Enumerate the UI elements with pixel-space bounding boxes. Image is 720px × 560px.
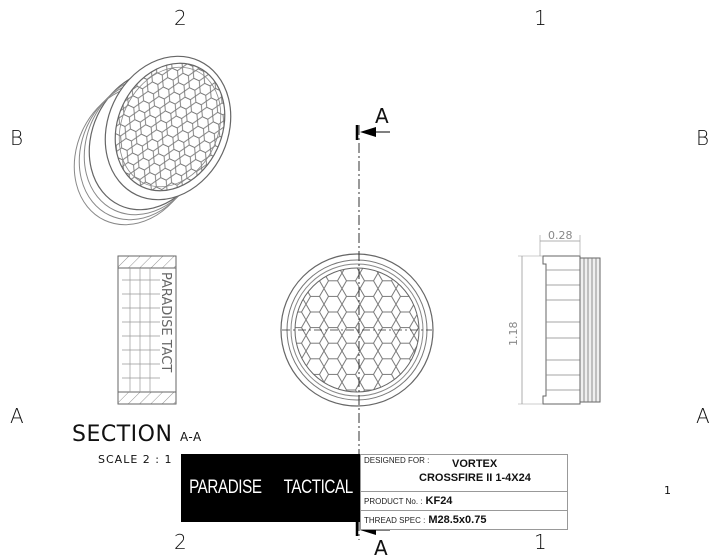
title-block: DESIGNED FOR : VORTEX CROSSFIRE II 1-4X2… — [360, 454, 568, 530]
zone-bottom-1: 1 — [534, 530, 547, 554]
section-id: A-A — [179, 430, 202, 444]
thread-value: M28.5x0.75 — [428, 514, 487, 526]
designed-for-line1: VORTEX — [452, 458, 498, 470]
dimension-height: 1.18 — [507, 322, 520, 347]
zone-top-2: 2 — [174, 6, 187, 30]
sheet-number: 1 — [664, 484, 671, 497]
zone-right-a: A — [696, 404, 710, 428]
logo-text-right: TACTICAL — [283, 477, 353, 498]
zone-left-b: B — [10, 126, 24, 150]
designed-for-line2: CROSSFIRE II 1-4X24 — [419, 472, 531, 484]
zone-left-a: A — [10, 404, 24, 428]
company-logo: PARADISE TACTICAL — [181, 454, 360, 522]
product-value: KF24 — [425, 495, 453, 507]
front-view — [280, 253, 434, 407]
dimension-width: 0.28 — [548, 229, 573, 242]
section-title-text: SECTION — [72, 422, 173, 447]
isometric-view — [73, 55, 232, 226]
product-label: PRODUCT No. : — [364, 496, 423, 506]
zone-bottom-2: 2 — [174, 530, 187, 554]
thread-row: THREAD SPEC : M28.5x0.75 — [361, 511, 567, 529]
designed-for-label: DESIGNED FOR : — [364, 456, 430, 465]
zone-right-b: B — [696, 126, 710, 150]
logo-text-left: PARADISE — [189, 477, 262, 498]
product-row: PRODUCT No. : KF24 — [361, 492, 567, 511]
thread-label: THREAD SPEC : — [364, 515, 426, 525]
section-view: PARADISE TACT — [117, 255, 177, 405]
section-marker-top: A — [375, 104, 389, 128]
scale-label: SCALE 2 : 1 — [98, 453, 173, 466]
section-marker-bottom: A — [374, 536, 388, 560]
arrow-left-icon — [360, 127, 376, 137]
section-cut-text: PARADISE TACT — [158, 272, 173, 372]
zone-top-1: 1 — [534, 6, 547, 30]
side-view — [518, 235, 601, 405]
section-title: SECTION A-A — [72, 422, 202, 447]
designed-for-row: DESIGNED FOR : VORTEX CROSSFIRE II 1-4X2… — [361, 455, 567, 492]
